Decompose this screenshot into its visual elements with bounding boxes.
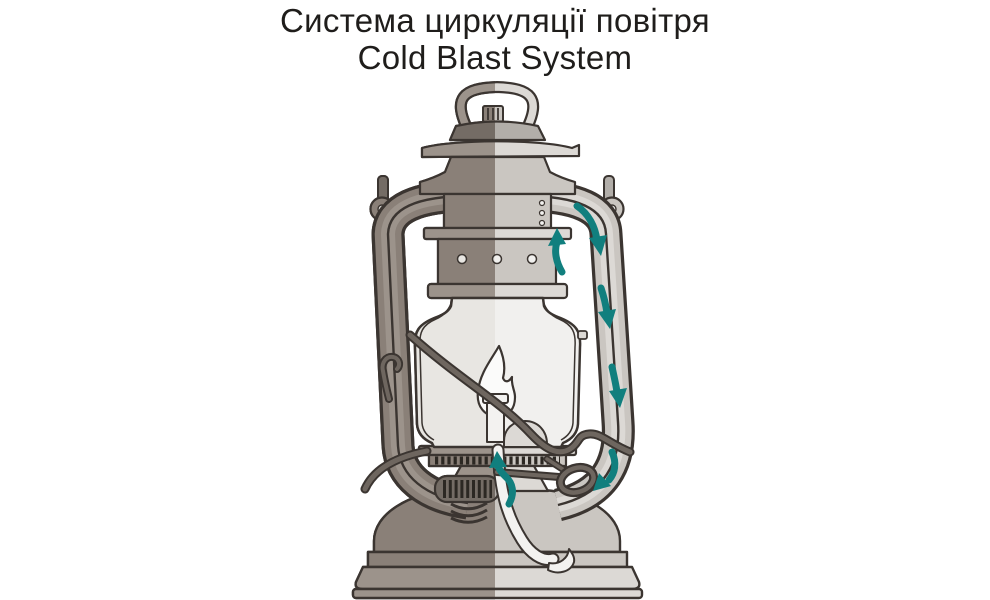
airflow-arrow-into-burner-base [593, 448, 619, 491]
chimney-drum [442, 192, 495, 230]
left-air-tube [371, 179, 471, 520]
wick [491, 443, 576, 574]
wheel-spring [450, 501, 488, 524]
vent-hole [526, 253, 538, 265]
globe-lift-lever [360, 330, 635, 498]
diagram-title: Система циркуляції повітря Cold Blast Sy… [0, 2, 990, 76]
vent-hole [456, 253, 468, 265]
cap-dome [448, 120, 495, 142]
cap-brim [420, 140, 495, 159]
airflow-arrow-down-tube-upper [597, 284, 616, 329]
vent-hole [491, 254, 495, 264]
airflow-arrow-up-to-flame [489, 451, 516, 508]
title-line-ukrainian: Система циркуляції повітря [280, 2, 710, 39]
chimney-flange [422, 226, 495, 241]
globe-top-flange [426, 282, 495, 300]
globe-retainer-pin [577, 330, 588, 340]
burner-assembly [417, 444, 495, 524]
cap-collar [418, 155, 495, 196]
airflow-arrow-down-tube-lower [608, 363, 627, 408]
side-air-tubes [369, 175, 471, 520]
base-plate [351, 587, 495, 600]
fuel-tank [351, 488, 495, 600]
title-line-english: Cold Blast System [357, 39, 633, 76]
airflow-arrow-up-chimney-inlet [548, 228, 566, 276]
overlay-details [360, 202, 635, 574]
chimney-and-cap [418, 81, 495, 300]
airflow-arrow-into-side-tube [573, 202, 607, 256]
airflow-arrows [489, 202, 627, 508]
